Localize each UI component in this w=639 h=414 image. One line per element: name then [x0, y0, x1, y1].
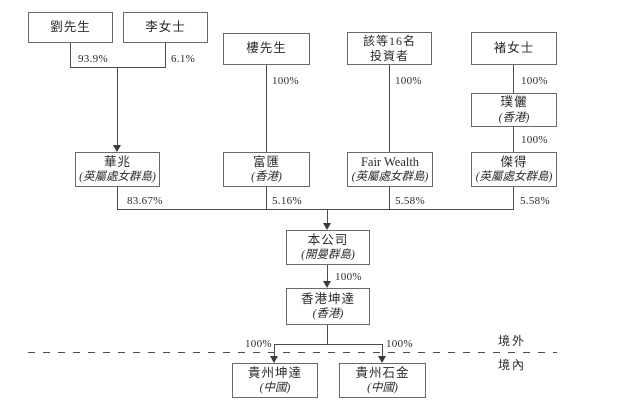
entity-location-huazhao: (英屬處女群島) — [79, 171, 156, 184]
entity-name-huazhao: 華兆 — [103, 154, 131, 169]
arrowhead-into-hk-kunda — [323, 281, 331, 288]
connector-fuhui-down — [266, 187, 267, 209]
entity-name-jiede: 傑得 — [500, 154, 528, 169]
pct-company-to-hk-kunda: 100% — [335, 271, 362, 283]
entity-location-guizhou-kunda: (中國) — [259, 382, 291, 395]
entity-location-fair-wealth: (英屬處女群島) — [351, 171, 429, 184]
pct-fuhui-to-company: 5.16% — [272, 195, 302, 207]
entity-name-fuhui: 富匯 — [252, 154, 280, 169]
entity-name-li: 李女士 — [145, 19, 186, 34]
connector-fair-wealth-down — [389, 187, 390, 209]
pct-lou-to-fuhui: 100% — [272, 75, 299, 87]
connector-to-guizhou-shijin — [382, 344, 383, 357]
connector-li-down — [165, 43, 166, 67]
pct-investors-to-fair-wealth: 100% — [395, 75, 422, 87]
connector-jiede-down — [513, 187, 514, 209]
pct-li-to-huazhao: 6.1% — [171, 53, 196, 65]
connector-merge-to-huazhao — [117, 67, 118, 146]
entity-box-lou: 樓先生 — [223, 33, 310, 65]
entity-location-guizhou-shijin: (中國) — [367, 382, 398, 395]
entity-box-liu: 劉先生 — [28, 12, 113, 43]
connector-liu-li-merge — [70, 67, 166, 68]
connector-liu-down — [70, 43, 71, 67]
divider-offshore-onshore-dashed-line — [28, 352, 557, 353]
arrowhead-into-guizhou-shijin — [378, 356, 386, 363]
entity-location-puli: (香港) — [498, 111, 530, 124]
entity-name-liu: 劉先生 — [50, 19, 91, 34]
entity-location-company: (開曼群島) — [301, 249, 355, 262]
pct-chu-to-puli: 100% — [521, 75, 548, 87]
arrowhead-into-huazhao — [113, 145, 121, 152]
entity-name-guizhou-kunda: 貴州坤達 — [247, 365, 302, 380]
entity-name-investors-line2: 投資者 — [369, 48, 409, 63]
entity-box-investors: 該等16名 投資者 — [347, 32, 432, 65]
entity-name-chu: 褚女士 — [493, 40, 535, 55]
connector-puli-to-jiede — [513, 127, 514, 152]
connector-company-to-hk-kunda — [327, 265, 328, 282]
entity-name-puli: 璞儷 — [500, 95, 528, 109]
entity-box-puli: 璞儷 (香港) — [471, 93, 557, 127]
pct-fair-wealth-to-company: 5.58% — [395, 195, 425, 207]
entity-name-fair-wealth: Fair Wealth — [360, 154, 420, 169]
entity-name-lou: 樓先生 — [246, 41, 287, 56]
entity-box-jiede: 傑得 (英屬處女群島) — [471, 152, 557, 187]
entity-box-fair-wealth: Fair Wealth (英屬處女群島) — [347, 152, 433, 187]
connector-subsidiaries-split — [274, 344, 383, 345]
entity-box-fuhui: 富匯 (香港) — [223, 152, 310, 187]
connector-huazhao-down — [117, 187, 118, 209]
entity-name-guizhou-shijin: 貴州石金 — [355, 365, 410, 380]
label-offshore: 境外 — [498, 334, 527, 348]
connector-lou-to-fuhui — [266, 65, 267, 152]
pct-liu-to-huazhao: 93.9% — [78, 53, 108, 65]
label-onshore: 境內 — [498, 358, 527, 372]
arrowhead-into-company — [323, 223, 331, 230]
entity-location-hk-kunda: (香港) — [312, 308, 344, 321]
entity-name-hk-kunda: 香港坤達 — [300, 291, 355, 306]
connector-investors-to-fair-wealth — [389, 65, 390, 152]
connector-to-guizhou-kunda — [274, 344, 275, 357]
pct-huazhao-to-company: 83.67% — [127, 195, 163, 207]
entity-box-hk-kunda: 香港坤達 (香港) — [286, 288, 370, 325]
entity-name-company: 本公司 — [307, 232, 349, 247]
pct-hk-kunda-to-guizhou-shijin: 100% — [386, 338, 413, 350]
entity-box-li: 李女士 — [123, 12, 208, 43]
arrowhead-into-guizhou-kunda — [270, 356, 278, 363]
pct-jiede-to-company: 5.58% — [520, 195, 550, 207]
pct-puli-to-jiede: 100% — [521, 134, 548, 146]
pct-hk-kunda-to-guizhou-kunda: 100% — [245, 338, 272, 350]
entity-location-fuhui: (香港) — [251, 171, 282, 184]
entity-location-jiede: (英屬處女群島) — [475, 171, 553, 184]
connector-chu-to-puli — [513, 65, 514, 93]
entity-box-guizhou-shijin: 貴州石金 (中國) — [339, 363, 426, 398]
entity-box-huazhao: 華兆 (英屬處女群島) — [75, 152, 160, 187]
entity-name-investors-line1: 該等16名 — [362, 34, 416, 49]
entity-box-chu: 褚女士 — [471, 32, 557, 65]
entity-box-company: 本公司 (開曼群島) — [286, 230, 370, 265]
connector-bus-to-company — [327, 209, 328, 224]
entity-box-guizhou-kunda: 貴州坤達 (中國) — [232, 363, 318, 398]
connector-hk-kunda-down — [327, 325, 328, 344]
connector-shareholders-bus — [117, 209, 514, 210]
